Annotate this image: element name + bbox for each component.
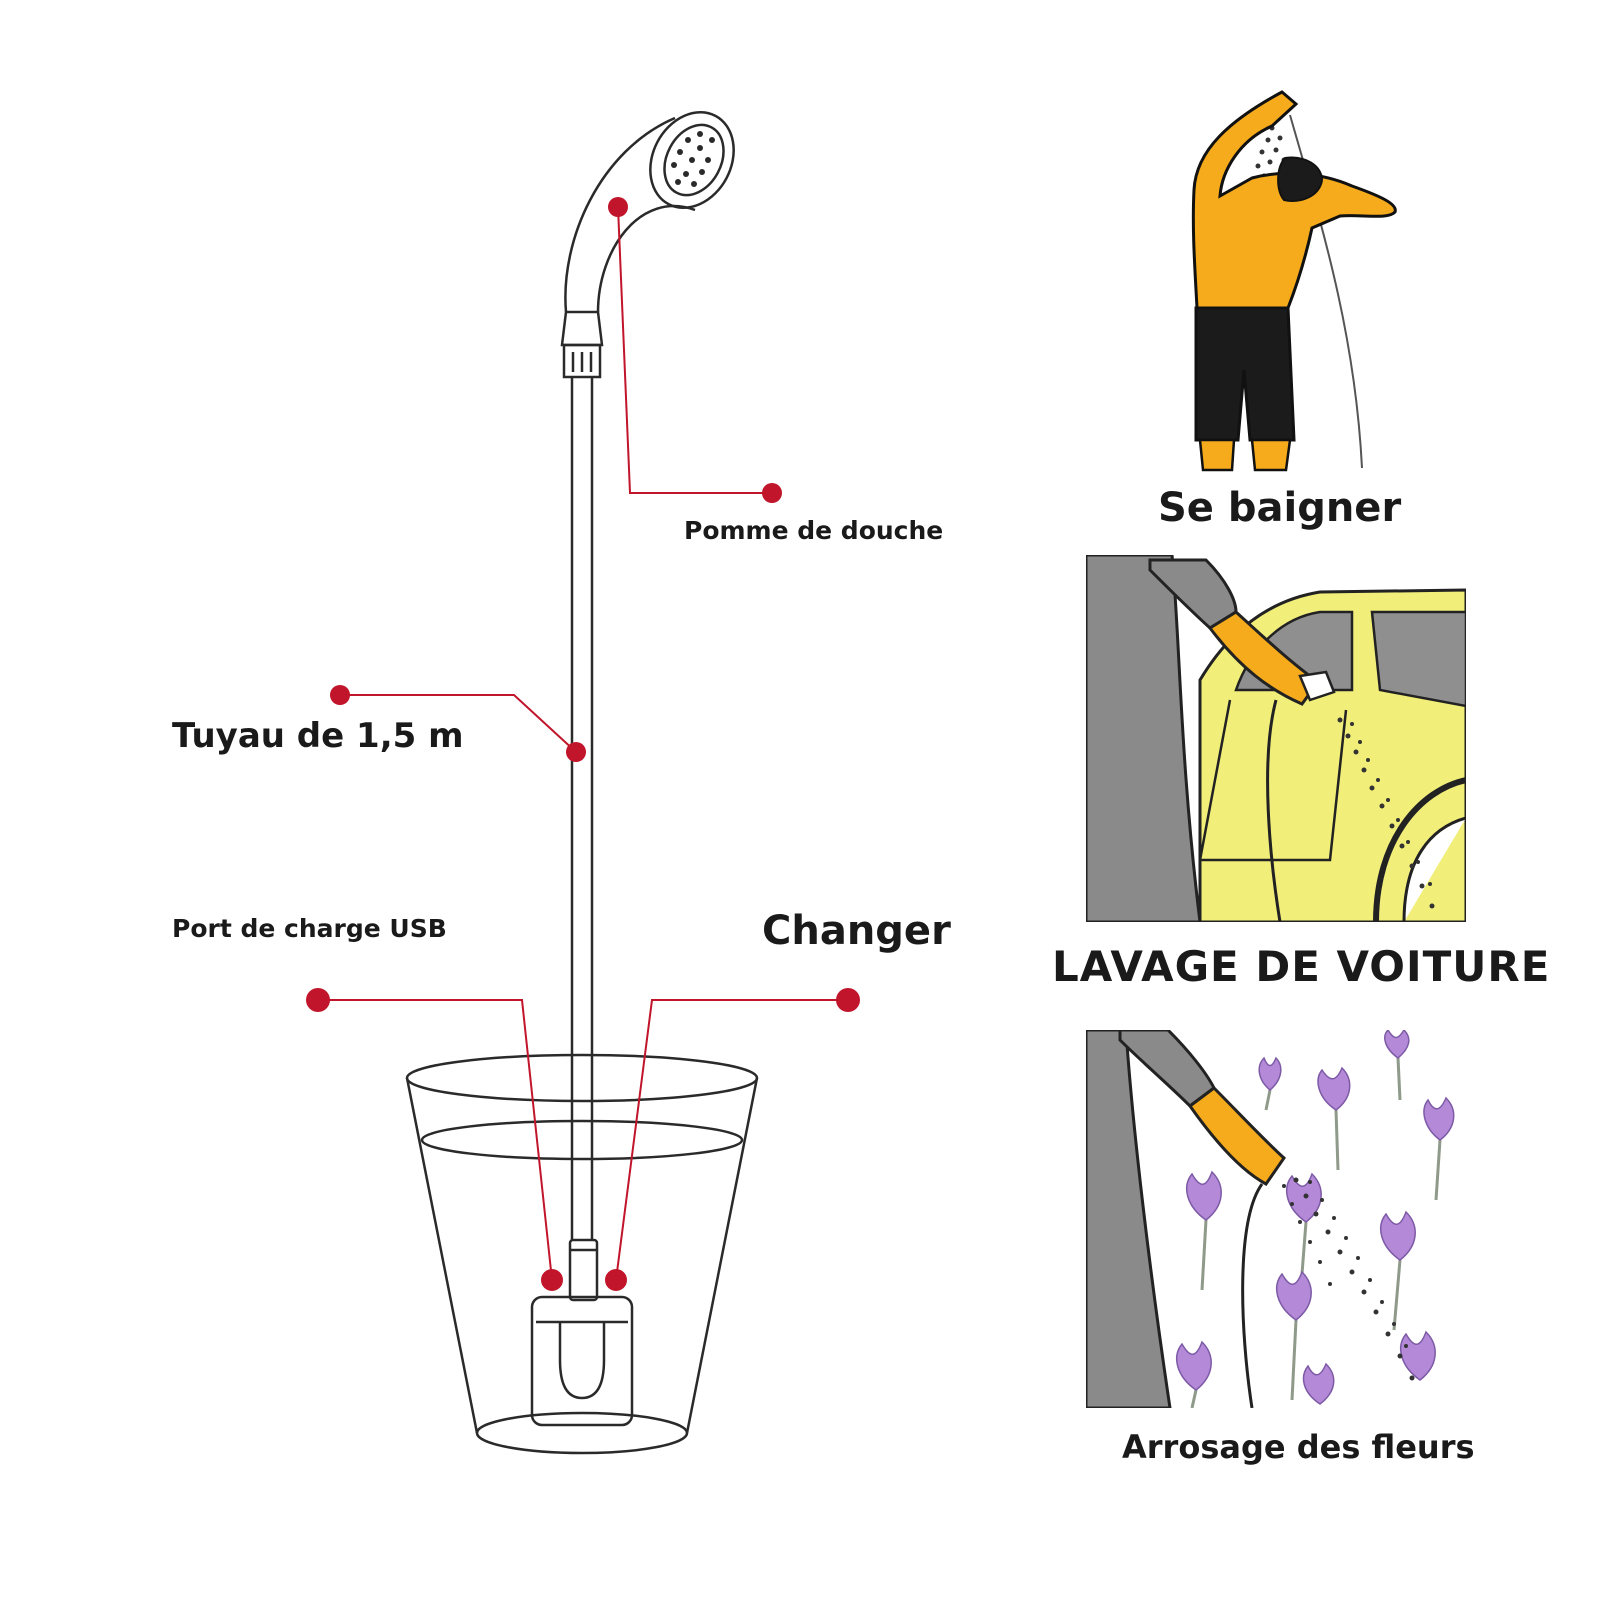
shower-diagram — [405, 110, 759, 1455]
label-hose: Tuyau de 1,5 m — [172, 716, 464, 756]
caption-car-wash: LAVAGE DE VOITURE — [1052, 942, 1551, 991]
label-shower-head: Pomme de douche — [684, 516, 944, 545]
pump-icon — [530, 1238, 634, 1427]
connector-icon — [560, 310, 604, 379]
shower-head-icon — [564, 110, 735, 313]
person-showering-icon — [1191, 90, 1397, 472]
callout-dots — [306, 197, 860, 1291]
car-washing-icon — [1086, 555, 1466, 922]
caption-watering: Arrosage des fleurs — [1122, 1428, 1475, 1466]
hose-icon — [570, 377, 594, 1240]
watering-flowers-icon — [1086, 1030, 1471, 1408]
label-usb-port: Port de charge USB — [172, 914, 447, 943]
callout-lines — [318, 206, 848, 1281]
label-switch: Changer — [762, 908, 951, 954]
caption-bathing: Se baigner — [1158, 485, 1402, 531]
bucket-icon — [405, 1053, 759, 1455]
